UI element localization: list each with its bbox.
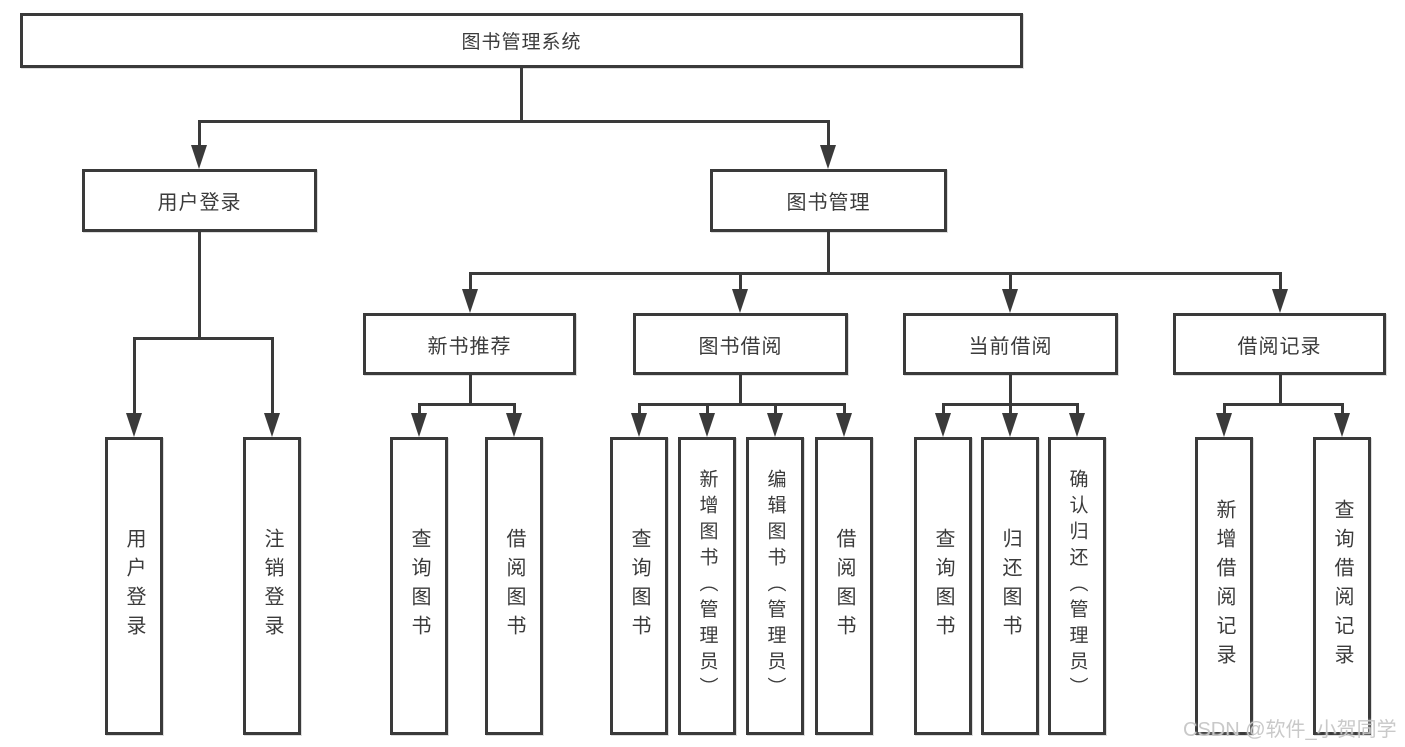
connector-new-book-shaft bbox=[469, 272, 472, 292]
leaf-edit-book-admin: 编辑图书（管理员） bbox=[746, 437, 804, 735]
node-user-login: 用户登录 bbox=[82, 169, 317, 232]
arrowhead-leaf-query1 bbox=[411, 413, 427, 437]
leaf-borrow-books-1: 借阅图书 bbox=[485, 437, 543, 735]
connector-book-mgmt-shaft bbox=[827, 120, 830, 148]
connector-book-mgmt-rail bbox=[470, 272, 1282, 275]
connector-current-borrow-shaft bbox=[1009, 272, 1012, 292]
arrowhead-leaf-borrow2 bbox=[836, 413, 852, 437]
connector-book-mgmt-stem bbox=[827, 232, 830, 272]
leaf-user-login-label: 用户登录 bbox=[123, 528, 145, 644]
arrowhead-book-borrow bbox=[732, 289, 748, 313]
leaf-logout: 注销登录 bbox=[243, 437, 301, 735]
leaf-query-books-2-label: 查询图书 bbox=[628, 528, 650, 644]
connector-leaf-query2-shaft bbox=[638, 403, 641, 419]
connector-book-borrow-rail bbox=[639, 403, 846, 406]
connector-leaf-add-record-shaft bbox=[1223, 403, 1226, 419]
connector-book-borrow-stem bbox=[739, 375, 742, 403]
arrowhead-leaf-edit-book bbox=[767, 413, 783, 437]
arrowhead-current-borrow bbox=[1002, 289, 1018, 313]
leaf-borrow-books-2-label: 借阅图书 bbox=[833, 528, 855, 644]
node-book-borrow-label: 图书借阅 bbox=[698, 335, 783, 358]
leaf-borrow-books-2: 借阅图书 bbox=[815, 437, 873, 735]
connector-borrow-records-stem bbox=[1279, 375, 1282, 403]
connector-leaf-borrow1-shaft bbox=[513, 403, 516, 419]
connector-new-book-rail bbox=[419, 403, 516, 406]
connector-current-borrow-stem bbox=[1009, 375, 1012, 403]
leaf-add-book-admin-label: 新增图书（管理员） bbox=[696, 469, 718, 703]
leaf-user-login: 用户登录 bbox=[105, 437, 163, 735]
leaf-logout-label: 注销登录 bbox=[261, 528, 283, 644]
leaf-add-book-admin: 新增图书（管理员） bbox=[678, 437, 736, 735]
connector-leaf-return-shaft bbox=[1009, 403, 1012, 419]
arrowhead-leaf-add-record bbox=[1216, 413, 1232, 437]
arrowhead-leaf-add-book bbox=[699, 413, 715, 437]
connector-leaf-add-book-shaft bbox=[706, 403, 709, 419]
leaf-confirm-return-admin-label: 确认归还（管理员） bbox=[1066, 469, 1088, 703]
connector-borrow-records-rail bbox=[1224, 403, 1344, 406]
leaf-query-books-3-label: 查询图书 bbox=[932, 528, 954, 644]
connector-root-stem bbox=[520, 68, 523, 120]
node-borrow-records-label: 借阅记录 bbox=[1237, 335, 1322, 358]
connector-new-book-stem bbox=[469, 375, 472, 403]
arrowhead-leaf-return bbox=[1002, 413, 1018, 437]
node-book-management: 图书管理 bbox=[710, 169, 947, 232]
node-library-system: 图书管理系统 bbox=[20, 13, 1023, 68]
arrowhead-borrow-records bbox=[1272, 289, 1288, 313]
node-current-borrow-label: 当前借阅 bbox=[968, 335, 1053, 358]
arrowhead-book-mgmt bbox=[820, 145, 836, 169]
leaf-return-books: 归还图书 bbox=[981, 437, 1039, 735]
arrowhead-leaf-logout bbox=[264, 413, 280, 437]
connector-user-login-shaft bbox=[198, 120, 201, 148]
node-book-management-label: 图书管理 bbox=[786, 192, 871, 214]
connector-user-login-stem bbox=[198, 232, 201, 337]
leaf-add-borrow-record-label: 新增借阅记录 bbox=[1213, 499, 1235, 673]
leaf-return-books-label: 归还图书 bbox=[999, 528, 1021, 644]
leaf-borrow-books-1-label: 借阅图书 bbox=[503, 528, 525, 644]
arrowhead-leaf-borrow1 bbox=[506, 413, 522, 437]
arrowhead-new-book bbox=[462, 289, 478, 313]
node-user-login-label: 用户登录 bbox=[157, 192, 242, 214]
connector-leaf-query-record-shaft bbox=[1341, 403, 1344, 419]
node-current-borrow: 当前借阅 bbox=[903, 313, 1118, 375]
arrowhead-leaf-login bbox=[126, 413, 142, 437]
leaf-query-books-1: 查询图书 bbox=[390, 437, 448, 735]
leaf-edit-book-admin-label: 编辑图书（管理员） bbox=[764, 469, 786, 703]
connector-book-borrow-shaft bbox=[739, 272, 742, 292]
node-book-borrow: 图书借阅 bbox=[633, 313, 848, 375]
connector-leaf-edit-book-shaft bbox=[774, 403, 777, 419]
node-library-system-label: 图书管理系统 bbox=[461, 32, 582, 53]
connector-leaf-login-shaft bbox=[133, 337, 136, 415]
node-borrow-records: 借阅记录 bbox=[1173, 313, 1386, 375]
connector-borrow-records-shaft bbox=[1279, 272, 1282, 292]
arrowhead-leaf-query2 bbox=[631, 413, 647, 437]
connector-root-rail bbox=[198, 120, 829, 123]
csdn-watermark: CSDN @软件_小贺同学 bbox=[1183, 719, 1397, 741]
arrowhead-leaf-query3 bbox=[935, 413, 951, 437]
leaf-query-books-3: 查询图书 bbox=[914, 437, 972, 735]
leaf-query-books-2: 查询图书 bbox=[610, 437, 668, 735]
connector-leaf-confirm-return-shaft bbox=[1076, 403, 1079, 419]
connector-leaf-borrow2-shaft bbox=[843, 403, 846, 419]
leaf-add-borrow-record: 新增借阅记录 bbox=[1195, 437, 1253, 735]
leaf-confirm-return-admin: 确认归还（管理员） bbox=[1048, 437, 1106, 735]
arrowhead-user-login bbox=[191, 145, 207, 169]
leaf-query-books-1-label: 查询图书 bbox=[408, 528, 430, 644]
connector-leaf-logout-shaft bbox=[271, 337, 274, 415]
leaf-query-borrow-record: 查询借阅记录 bbox=[1313, 437, 1371, 735]
node-new-book-recommend: 新书推荐 bbox=[363, 313, 576, 375]
arrowhead-leaf-confirm-return bbox=[1069, 413, 1085, 437]
leaf-query-borrow-record-label: 查询借阅记录 bbox=[1331, 499, 1353, 673]
node-new-book-recommend-label: 新书推荐 bbox=[427, 335, 512, 358]
arrowhead-leaf-query-record bbox=[1334, 413, 1350, 437]
connector-leaf-query3-shaft bbox=[942, 403, 945, 419]
connector-leaf-query1-shaft bbox=[418, 403, 421, 419]
connector-user-login-rail bbox=[134, 337, 273, 340]
